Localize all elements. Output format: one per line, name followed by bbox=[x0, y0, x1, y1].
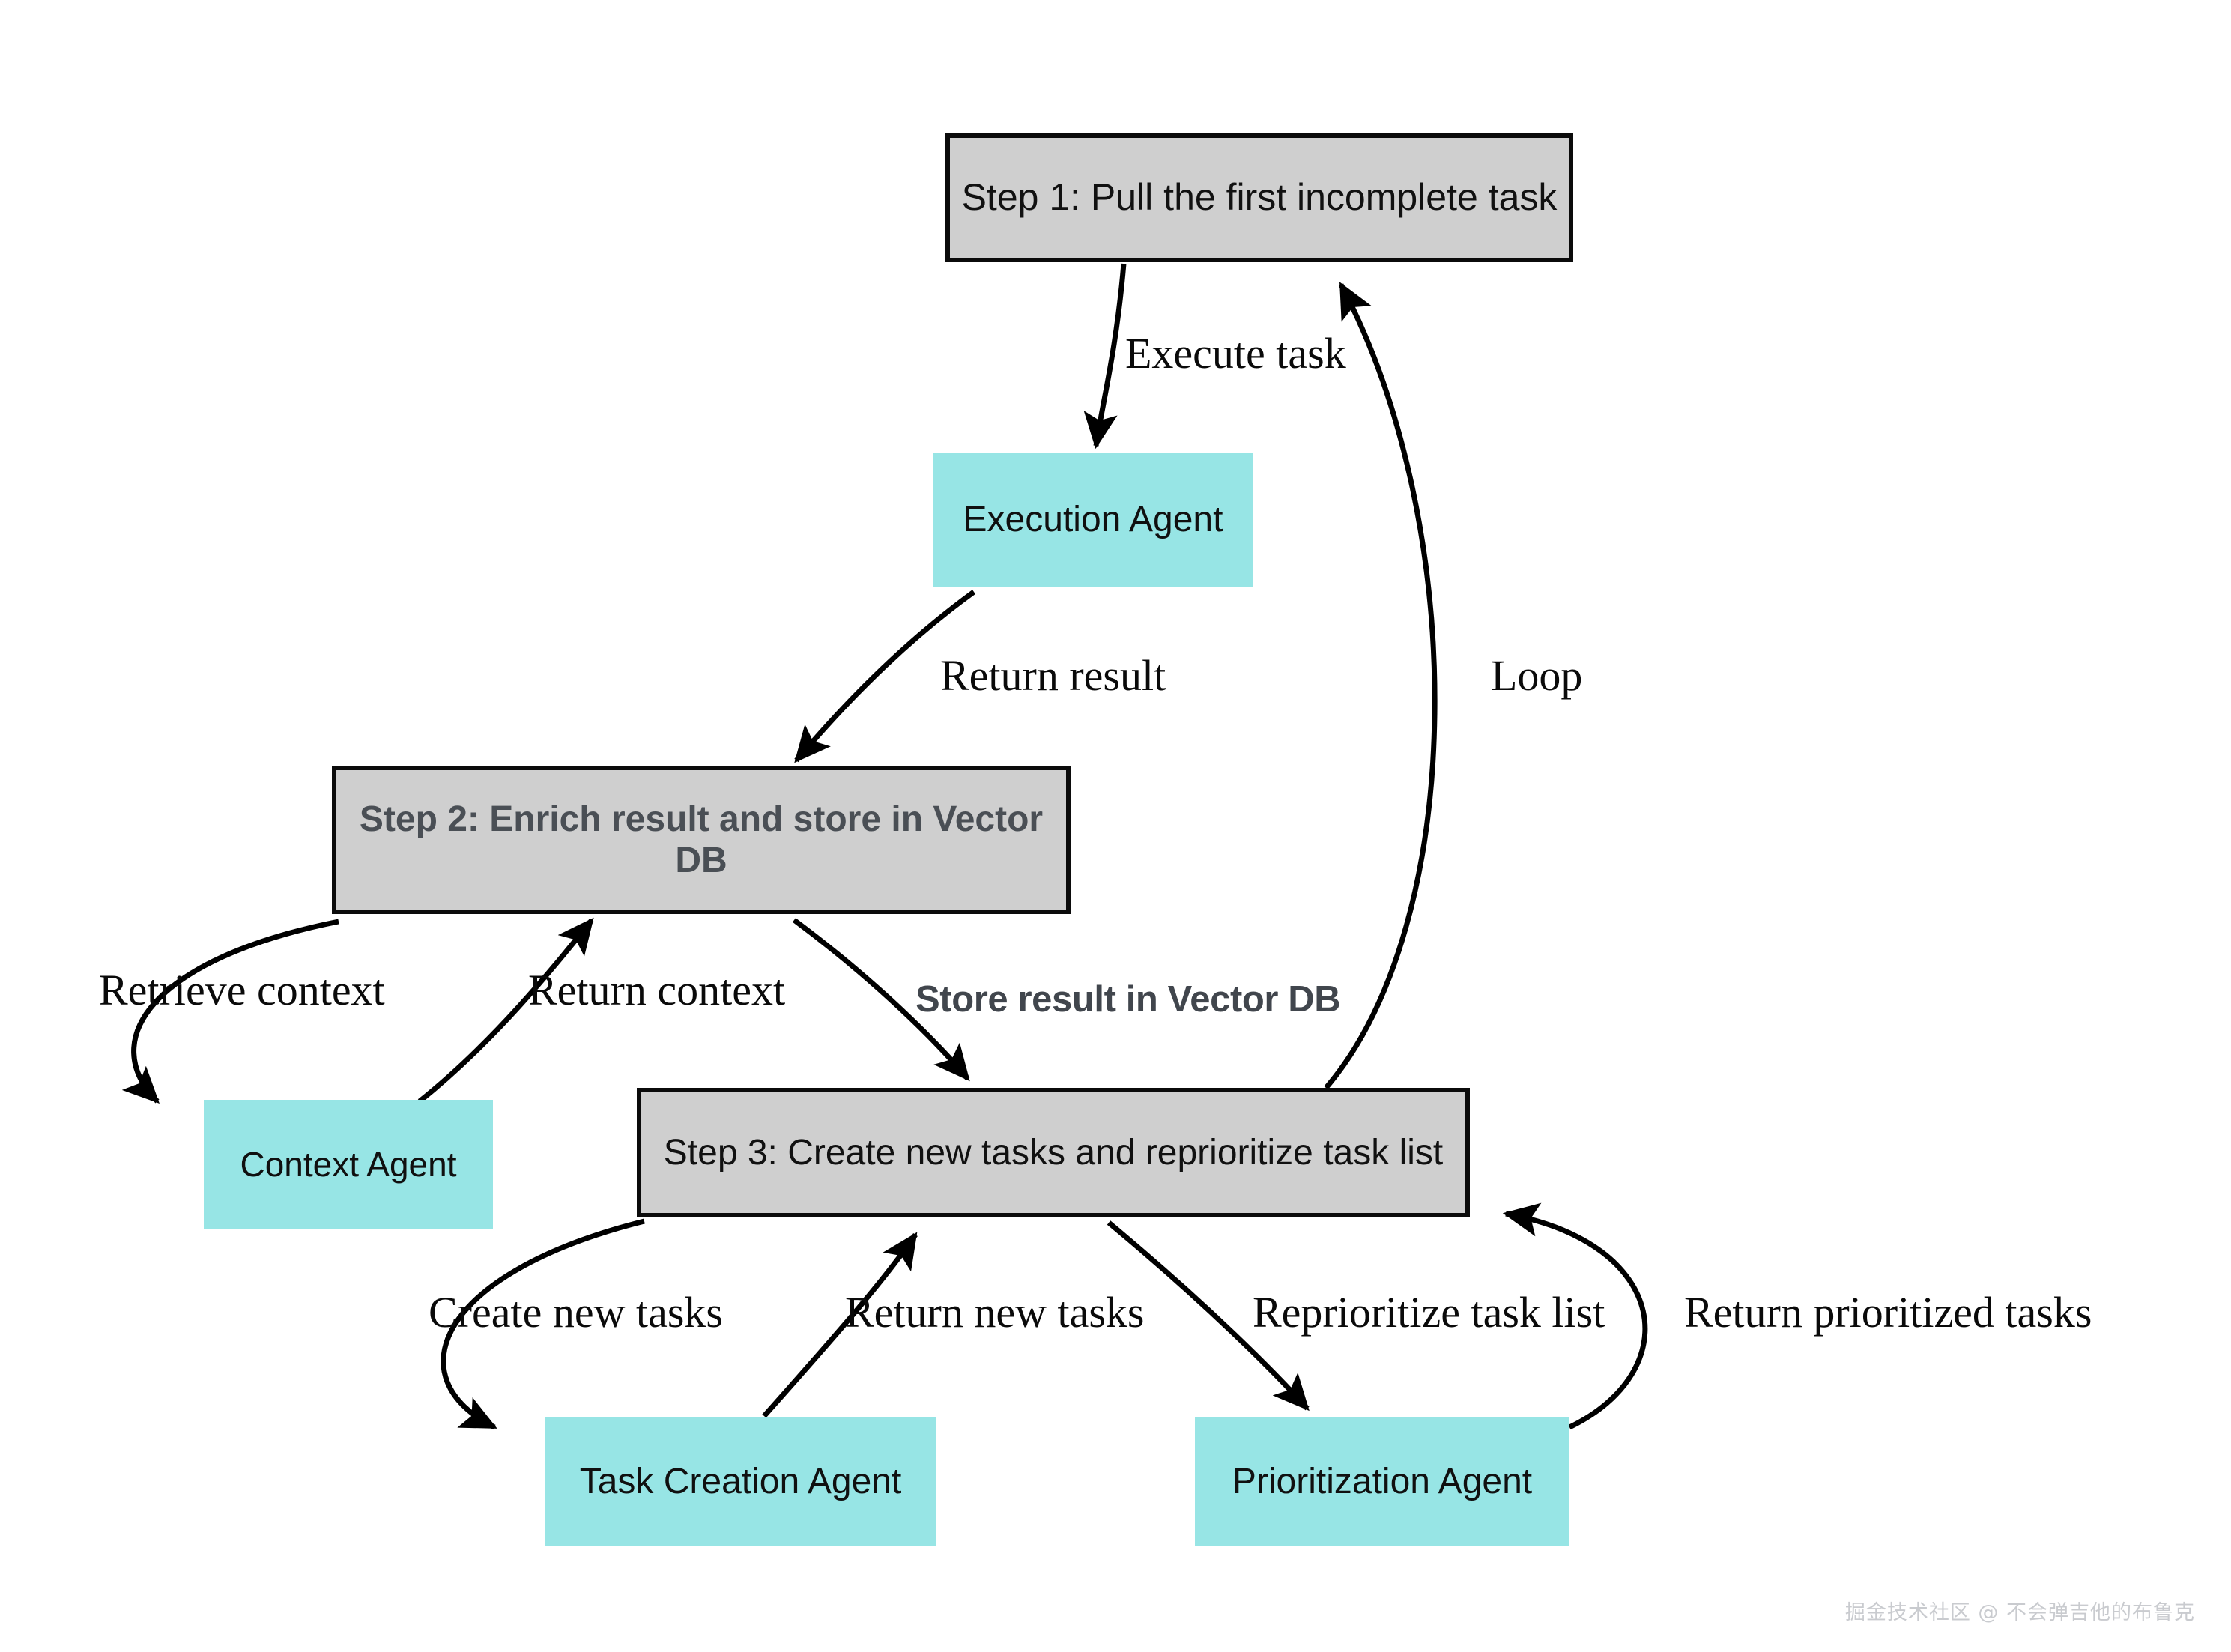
edge-label-execute-task: Execute task bbox=[1125, 329, 1346, 378]
edge-label-retrieve-context: Retrieve context bbox=[99, 966, 385, 1014]
node-step3[interactable]: Step 3: Create new tasks and reprioritiz… bbox=[637, 1088, 1470, 1217]
node-step3-label: Step 3: Create new tasks and reprioritiz… bbox=[663, 1132, 1444, 1173]
edge-label-return-new-tasks: Return new tasks bbox=[845, 1288, 1145, 1337]
edge-label-loop: Loop bbox=[1491, 651, 1583, 700]
edge-label-create-new-tasks: Create new tasks bbox=[429, 1288, 723, 1337]
edge-label-reprioritize-task-list: Reprioritize task list bbox=[1253, 1288, 1605, 1337]
node-step2[interactable]: Step 2: Enrich result and store in Vecto… bbox=[332, 766, 1071, 914]
edge-label-store-result: Store result in Vector DB bbox=[915, 979, 1341, 1020]
node-execution-agent-label: Execution Agent bbox=[963, 500, 1223, 540]
edge-label-return-result: Return result bbox=[940, 651, 1166, 700]
node-execution-agent[interactable]: Execution Agent bbox=[933, 453, 1253, 587]
node-context-agent[interactable]: Context Agent bbox=[204, 1100, 493, 1229]
node-step1-label: Step 1: Pull the first incomplete task bbox=[961, 176, 1558, 219]
edge-label-return-context: Return context bbox=[528, 966, 786, 1014]
node-step2-label: Step 2: Enrich result and store in Vecto… bbox=[359, 799, 1044, 880]
edge-label-return-prioritized-tasks: Return prioritized tasks bbox=[1684, 1288, 2092, 1337]
node-prioritization-agent-label: Prioritization Agent bbox=[1232, 1462, 1533, 1502]
node-context-agent-label: Context Agent bbox=[240, 1144, 457, 1184]
edge-loop bbox=[1324, 282, 1438, 1090]
edge-execute-task bbox=[1083, 263, 1127, 450]
node-step1[interactable]: Step 1: Pull the first incomplete task bbox=[945, 133, 1573, 262]
node-task-creation-agent[interactable]: Task Creation Agent bbox=[545, 1417, 936, 1546]
watermark: 掘金技术社区 @ 不会弹吉他的布鲁克 bbox=[1844, 1601, 2195, 1624]
node-task-creation-agent-label: Task Creation Agent bbox=[579, 1462, 902, 1502]
node-prioritization-agent[interactable]: Prioritization Agent bbox=[1195, 1417, 1569, 1546]
